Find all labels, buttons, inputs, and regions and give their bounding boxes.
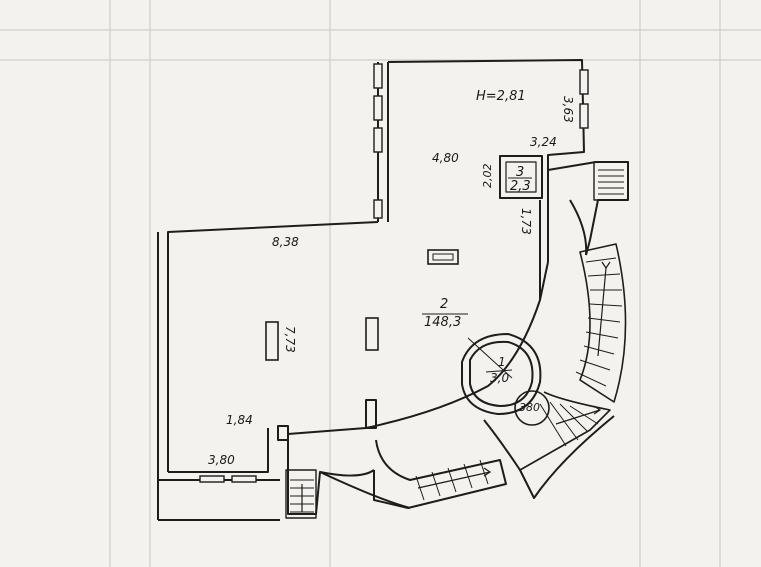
stair-arrows [301, 261, 611, 512]
room-1-number: 1 [498, 355, 506, 369]
hall-north-wall [167, 221, 379, 472]
room-2-area: 148,3 [424, 315, 462, 330]
dimension-south-wall: 3,80 [208, 453, 235, 467]
closet-room [499, 155, 543, 199]
dimension-north-step: 3,24 [530, 135, 557, 149]
round-room [469, 340, 534, 407]
dimension-west-wall: 7,73 [283, 326, 297, 353]
room-1-leader [467, 337, 513, 379]
hall-curved-wall [287, 261, 549, 435]
walls [157, 59, 629, 521]
room-3-number: 3 [516, 165, 525, 180]
stair-treads [290, 169, 624, 513]
north-room-wall [387, 59, 585, 170]
dimension-hall-length: 8,38 [272, 235, 299, 249]
dimension-corridor-width: 1,73 [519, 208, 533, 235]
room-1-bar [485, 369, 513, 373]
window-marks [199, 63, 589, 483]
columns [265, 249, 459, 361]
circle-mark-ring [514, 390, 550, 426]
dimension-north-room-width: 4,80 [432, 151, 459, 165]
room-1-area: 3,0 [490, 371, 510, 385]
dimension-closet-side: 2,02 [481, 163, 494, 189]
room-2-number: 2 [440, 297, 449, 312]
dimension-north-wall-right: 3,63 [561, 96, 575, 123]
ceiling-height-label: H=2,81 [476, 89, 526, 104]
circle-mark-label: 380 [519, 401, 540, 414]
dimension-south-offset: 1,84 [226, 413, 253, 427]
room-3-area: 2,3 [510, 179, 531, 194]
south-wall [168, 428, 269, 473]
